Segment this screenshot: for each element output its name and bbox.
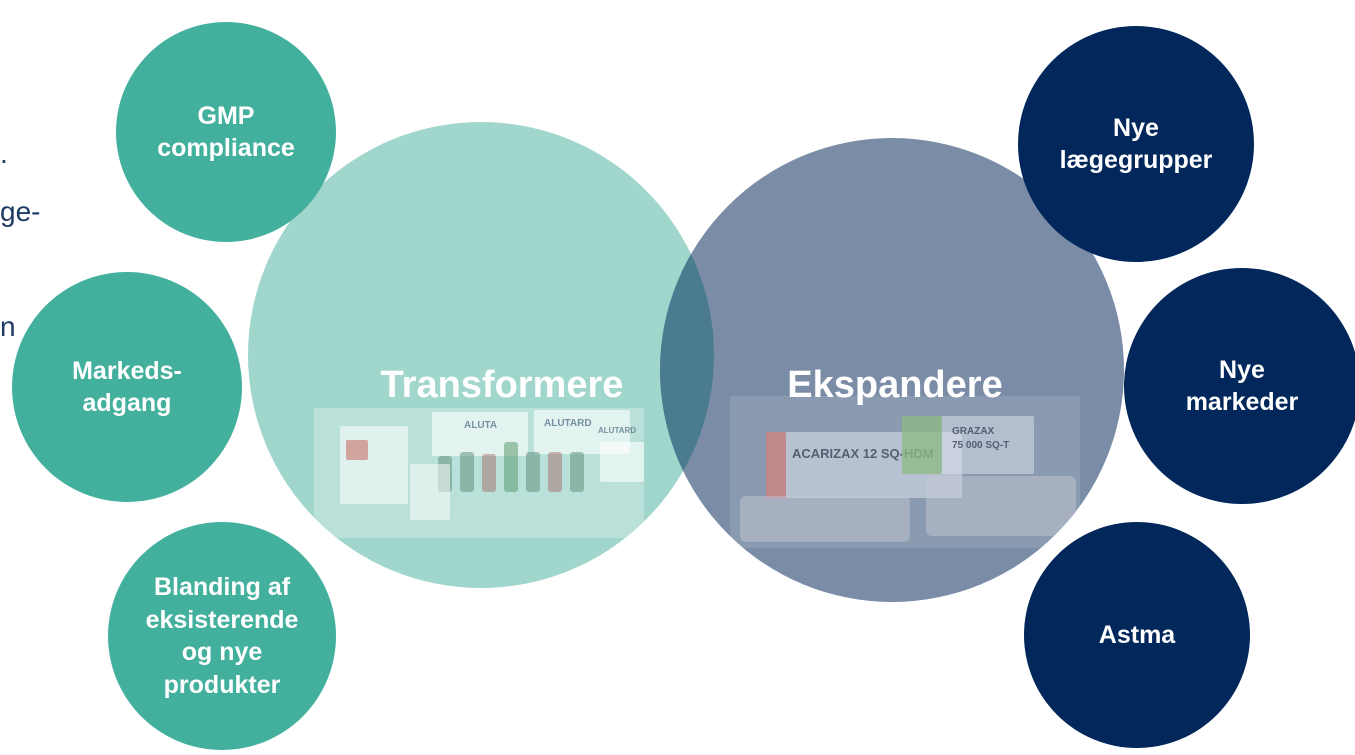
product-box-label: ALUTA: [464, 420, 498, 431]
venn-label-transformere: Transformere: [380, 364, 624, 406]
background-text-fragment: ge-: [0, 196, 41, 227]
venn-circle-transformere: ALUTA ALUTARD ALUTARD: [248, 122, 714, 588]
product-box: [346, 440, 368, 460]
product-vial: [526, 452, 540, 492]
product-box-label: ACARIZAX 12 SQ-HDM: [792, 446, 934, 461]
circle-astma: Astma: [1024, 522, 1250, 748]
venn-label-ekspandere: Ekspandere: [787, 364, 1003, 406]
product-box-label: 75 000 SQ-T: [952, 440, 1010, 451]
product-box: [600, 442, 644, 482]
circle-nye-markeder: Nye markeder: [1124, 268, 1355, 504]
product-vial: [482, 454, 496, 492]
product-box: [410, 464, 450, 520]
product-box: [902, 416, 942, 474]
product-box-label: GRAZAX: [952, 426, 995, 437]
circle-nye-laegegrupper: Nye lægegrupper: [1018, 26, 1254, 262]
circle-markeds-adgang: Markeds- adgang: [12, 272, 242, 502]
circle-blanding: Blanding af eksisterende og nye produkte…: [108, 522, 336, 750]
product-vial: [570, 452, 584, 492]
product-vial: [548, 452, 562, 492]
blister-pack: [740, 496, 910, 542]
product-image-right: ACARIZAX 12 SQ-HDM GRAZAX 75 000 SQ-T: [730, 396, 1080, 548]
product-image-left: ALUTA ALUTARD ALUTARD: [314, 408, 644, 538]
background-text-fragment: .: [0, 138, 8, 169]
product-vial: [460, 452, 474, 492]
product-box-label: ALUTARD: [544, 418, 592, 429]
blister-pack: [926, 476, 1076, 536]
product-box: [340, 426, 408, 504]
circle-gmp-compliance: GMP compliance: [116, 22, 336, 242]
product-vial: [504, 442, 518, 492]
product-box-label: ALUTARD: [598, 426, 637, 435]
background-text-fragment: n: [0, 311, 16, 342]
product-box: [766, 432, 786, 498]
